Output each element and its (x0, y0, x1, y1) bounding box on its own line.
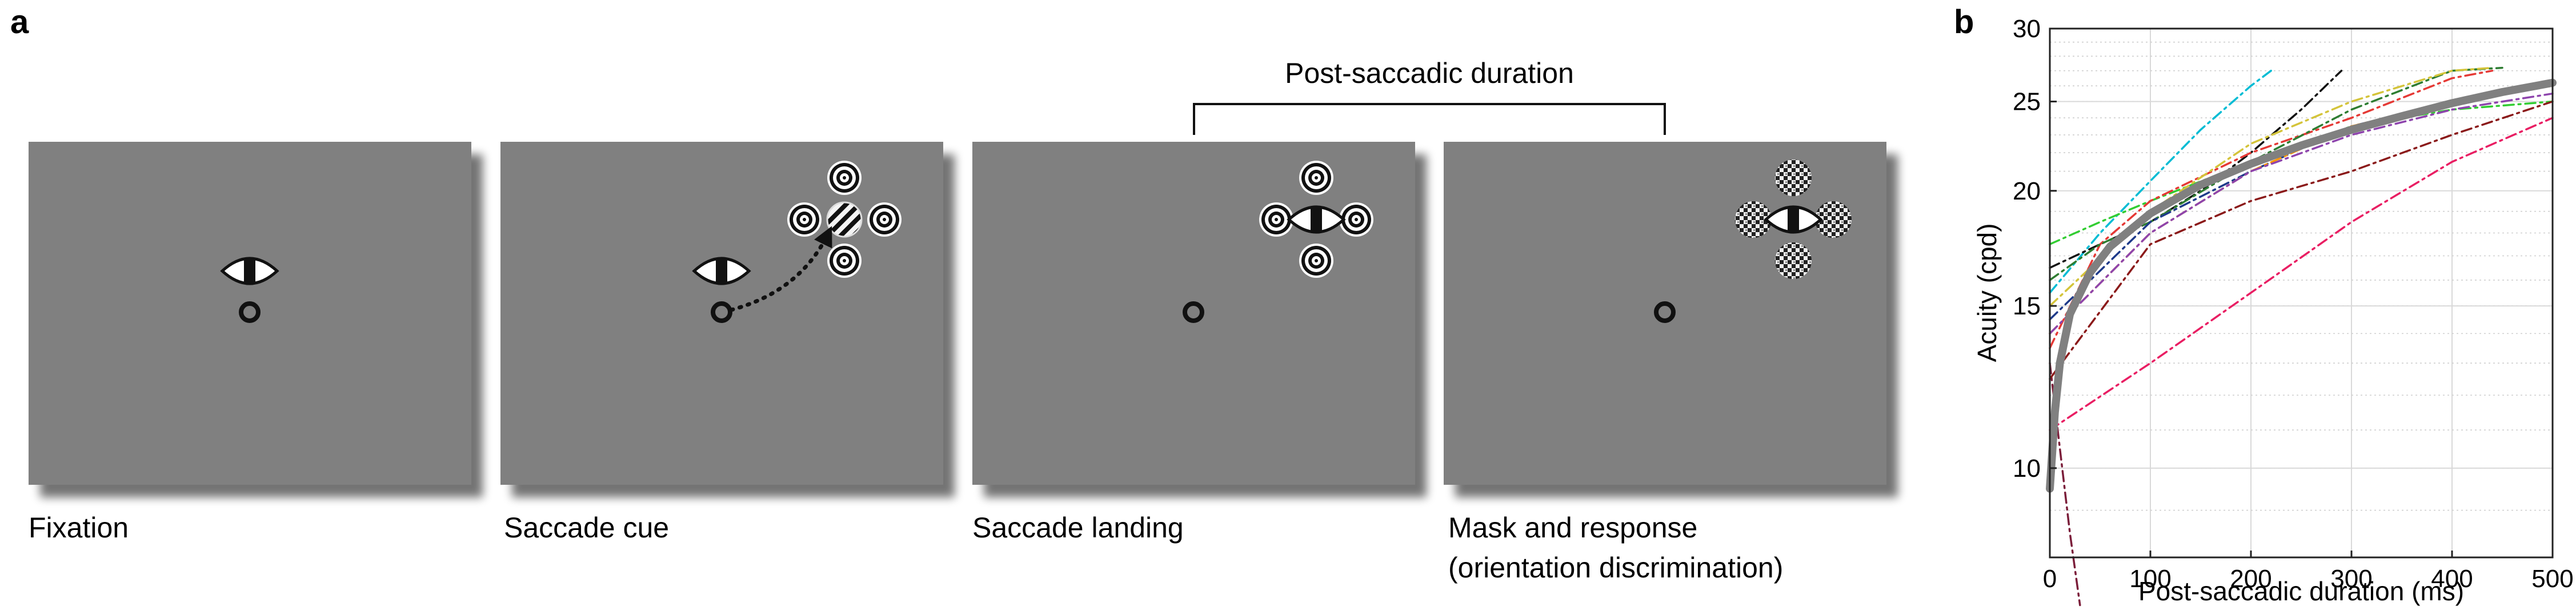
fixation-point-icon (1183, 301, 1204, 323)
saccade-cue-grating-icon (826, 201, 863, 238)
bullseye-target-icon (1299, 161, 1333, 195)
x-axis-label: Post-saccadic duration (ms) (2138, 576, 2464, 606)
screen-caption: Fixation (29, 512, 129, 544)
y-tick-label: 30 (2013, 15, 2041, 43)
panel-a: a Post-saccadic duration Fixation (10, 3, 1886, 584)
series-line (2049, 66, 2494, 307)
x-tick-label: 100 (2129, 565, 2171, 593)
series-line (2049, 69, 2343, 269)
duration-bracket: Post-saccadic duration (1193, 57, 1666, 135)
mask-noise-icon (1815, 201, 1852, 238)
screen-caption: Mask and response (1448, 512, 1697, 544)
series-line (2049, 92, 2554, 335)
bullseye-target-icon (867, 202, 902, 237)
bullseye-target-icon (1339, 202, 1373, 237)
screen-caption: Saccade cue (504, 512, 669, 544)
screen-caption-line2: (orientation discrimination) (1448, 552, 1783, 584)
fixation-point-icon (1654, 301, 1676, 323)
chart-series (2046, 66, 2557, 607)
fixation-point-icon (239, 301, 261, 323)
bracket-label: Post-saccadic duration (1285, 57, 1574, 89)
mask-noise-icon (1775, 160, 1812, 196)
eye-icon (1287, 205, 1346, 234)
panel-a-label: a (10, 3, 29, 41)
panel-b: b 0 100 200 300 400 500 10 15 20 25 30 Post-saccad… (1954, 3, 2574, 607)
screen-fixation: Fixation (29, 142, 471, 544)
mask-noise-icon (1775, 242, 1812, 279)
y-tick-label: 20 (2013, 177, 2041, 205)
eye-icon (1764, 205, 1823, 234)
chart-ticks: 0 100 200 300 400 500 10 15 20 25 30 (2013, 15, 2574, 593)
bullseye-target-icon (1299, 244, 1333, 278)
x-tick-label: 500 (2531, 565, 2573, 593)
panel-b-label: b (1954, 3, 1974, 41)
bullseye-target-icon (787, 202, 822, 237)
eye-icon (692, 257, 751, 285)
series-line (2049, 69, 2494, 349)
screen-caption: Saccade landing (972, 512, 1184, 544)
series-line (2049, 66, 2503, 281)
bullseye-target-icon (827, 161, 862, 195)
y-axis-label: Acuity (cpd) (1972, 224, 2002, 362)
bullseye-target-icon (1259, 202, 1293, 237)
series-line (2049, 100, 2554, 380)
y-tick-label: 10 (2013, 454, 2041, 483)
screen-mask-response: Mask and response (orientation discrimin… (1444, 142, 1886, 584)
x-tick-label: 300 (2330, 565, 2372, 593)
bullseye-target-icon (827, 244, 862, 278)
screen-saccade-cue: Saccade cue (500, 142, 943, 544)
y-tick-label: 25 (2013, 88, 2041, 116)
fixation-point-icon (711, 301, 732, 323)
plot-frame (2049, 27, 2554, 559)
x-tick-label: 200 (2230, 565, 2271, 593)
screen-saccade-landing: Saccade landing (972, 142, 1415, 544)
x-tick-label: 400 (2431, 565, 2473, 593)
series-line-mean (2046, 78, 2557, 493)
mask-noise-icon (1735, 201, 1772, 238)
x-tick-label: 0 (2043, 565, 2057, 593)
eye-icon (220, 257, 279, 285)
y-tick-label: 15 (2013, 292, 2041, 320)
series-line (2049, 85, 2554, 321)
saccade-arrow-icon (729, 226, 832, 312)
series-line (2049, 69, 2272, 294)
series-line (2049, 117, 2554, 431)
